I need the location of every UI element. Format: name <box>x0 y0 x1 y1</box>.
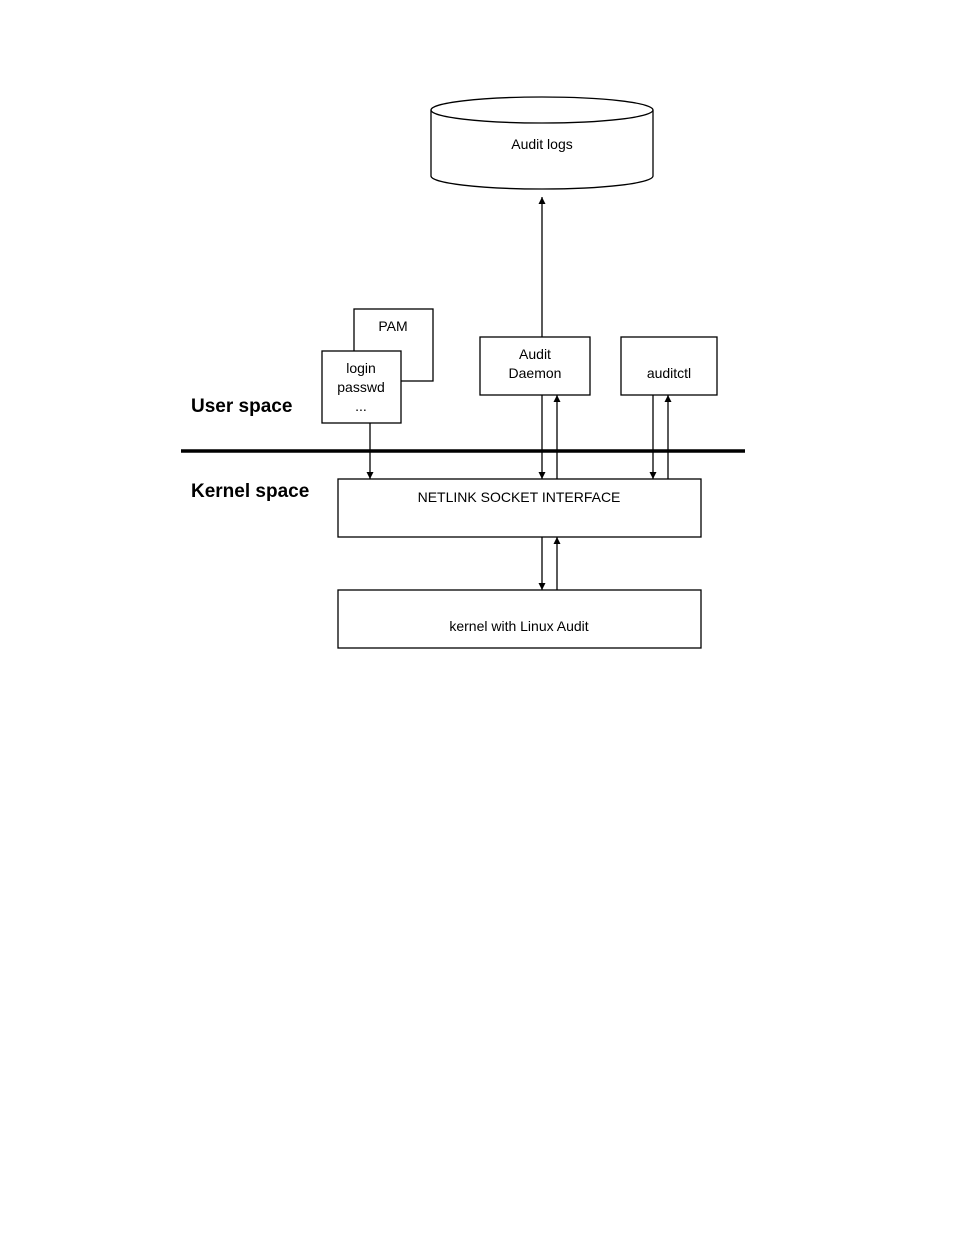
netlink-label: NETLINK SOCKET INTERFACE <box>418 489 621 505</box>
login-label: login <box>346 360 376 376</box>
audit-daemon-box: Audit Daemon <box>480 337 590 395</box>
ellipsis-label: ... <box>355 398 367 414</box>
user-space-label: User space <box>191 396 292 417</box>
audit-daemon-label-2: Daemon <box>509 365 562 381</box>
pam-label: PAM <box>378 318 407 334</box>
login-passwd-box: login passwd ... <box>322 351 401 423</box>
auditctl-box: auditctl <box>621 337 717 395</box>
audit-daemon-label-1: Audit <box>519 346 551 362</box>
kernel-box: kernel with Linux Audit <box>338 590 701 648</box>
audit-logs-label: Audit logs <box>511 136 572 152</box>
netlink-box: NETLINK SOCKET INTERFACE <box>338 479 701 537</box>
passwd-label: passwd <box>337 379 384 395</box>
auditctl-label: auditctl <box>647 365 691 381</box>
kernel-label: kernel with Linux Audit <box>449 618 588 634</box>
audit-logs-cylinder: Audit logs <box>431 97 653 189</box>
kernel-space-label: Kernel space <box>191 481 309 502</box>
